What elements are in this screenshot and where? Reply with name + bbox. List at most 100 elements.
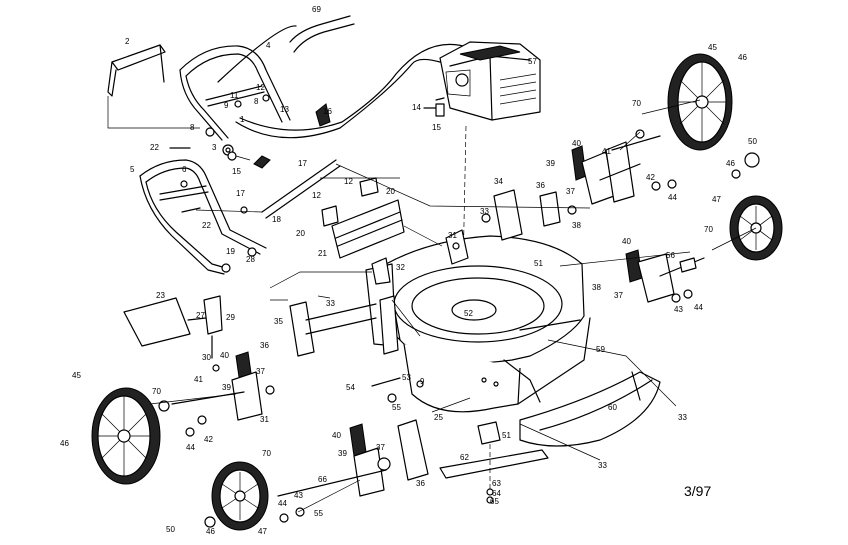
callout-43: 43 xyxy=(674,305,683,314)
callout-37: 37 xyxy=(256,367,265,376)
callout-41: 41 xyxy=(602,147,611,156)
callout-36: 36 xyxy=(536,181,545,190)
height-adjuster-bottom xyxy=(204,419,429,528)
callout-70: 70 xyxy=(632,99,641,108)
callout-30: 30 xyxy=(202,353,211,362)
callout-34: 34 xyxy=(494,177,503,186)
callout-17: 17 xyxy=(236,189,245,198)
skirt-baffle xyxy=(519,371,661,447)
callout-33: 33 xyxy=(678,413,687,422)
callout-44: 44 xyxy=(186,443,195,452)
callout-53: 53 xyxy=(402,373,411,382)
callout-9: 9 xyxy=(420,377,425,386)
callout-27: 27 xyxy=(196,311,205,320)
callout-17: 17 xyxy=(298,159,307,168)
callout-6: 6 xyxy=(182,165,187,174)
wheel-bottom-left xyxy=(211,461,269,531)
callout-46: 46 xyxy=(60,439,69,448)
callout-31: 31 xyxy=(448,231,457,240)
callout-46: 46 xyxy=(206,527,215,536)
callout-12: 12 xyxy=(312,191,321,200)
callout-38: 38 xyxy=(572,221,581,230)
callout-22: 22 xyxy=(150,143,159,152)
callout-42: 42 xyxy=(204,435,213,444)
callout-35: 35 xyxy=(274,317,283,326)
callout-25: 25 xyxy=(434,413,443,422)
callout-22: 22 xyxy=(202,221,211,230)
callout-8: 8 xyxy=(254,97,259,106)
callout-18: 18 xyxy=(272,215,281,224)
callout-29: 29 xyxy=(226,313,235,322)
callout-20: 20 xyxy=(296,229,305,238)
callout-31: 31 xyxy=(260,415,269,424)
callout-51: 51 xyxy=(534,259,543,268)
callout-2: 2 xyxy=(125,37,130,46)
callout-33: 33 xyxy=(326,299,335,308)
callout-4: 4 xyxy=(266,41,271,50)
callout-39: 39 xyxy=(338,449,347,458)
height-adjuster-middle-right xyxy=(625,249,705,303)
callout-21: 21 xyxy=(318,249,327,258)
callout-16: 16 xyxy=(323,107,332,116)
callout-40: 40 xyxy=(572,139,581,148)
callout-40: 40 xyxy=(622,237,631,246)
callout-64: 64 xyxy=(492,489,501,498)
callout-69: 69 xyxy=(312,5,321,14)
date-stamp: 3/97 xyxy=(684,483,711,499)
callout-37: 37 xyxy=(376,443,385,452)
callout-3: 3 xyxy=(212,143,217,152)
callout-56: 56 xyxy=(666,251,675,260)
callout-37: 37 xyxy=(614,291,623,300)
callout-42: 42 xyxy=(646,173,655,182)
callout-23: 23 xyxy=(156,291,165,300)
callout-38: 38 xyxy=(592,283,601,292)
callout-55: 55 xyxy=(392,403,401,412)
engine xyxy=(423,41,541,321)
height-adjuster-left xyxy=(158,351,275,437)
callout-1: 1 xyxy=(240,115,245,124)
callout-55: 55 xyxy=(314,509,323,518)
callout-20: 20 xyxy=(386,187,395,196)
callout-63: 63 xyxy=(492,479,501,488)
callout-70: 70 xyxy=(704,225,713,234)
wheel-left xyxy=(91,387,161,485)
mower-deck xyxy=(365,229,591,413)
callout-11: 11 xyxy=(230,91,239,100)
callout-5: 5 xyxy=(130,165,135,174)
callout-57: 57 xyxy=(528,57,537,66)
callout-51: 51 xyxy=(502,431,511,440)
callout-14: 14 xyxy=(412,103,421,112)
callout-47: 47 xyxy=(712,195,721,204)
blade-assembly xyxy=(439,421,549,504)
callout-15: 15 xyxy=(232,167,241,176)
callout-39: 39 xyxy=(222,383,231,392)
callout-33: 33 xyxy=(480,207,489,216)
callout-45: 45 xyxy=(72,371,81,380)
callout-39: 39 xyxy=(546,159,555,168)
upper-handle-assembly xyxy=(107,15,471,169)
callout-62: 62 xyxy=(460,453,469,462)
callout-12: 12 xyxy=(256,83,265,92)
callout-46: 46 xyxy=(738,53,747,62)
callout-52: 52 xyxy=(464,309,473,318)
callout-44: 44 xyxy=(668,193,677,202)
callout-44: 44 xyxy=(278,499,287,508)
callout-9: 9 xyxy=(224,101,229,110)
callout-41: 41 xyxy=(194,375,203,384)
callout-12: 12 xyxy=(344,177,353,186)
callout-54: 54 xyxy=(346,383,355,392)
callout-15: 15 xyxy=(432,123,441,132)
wheel-upper-right xyxy=(667,53,733,151)
callout-labels: 2 4 69 57 45 46 11 9 12 8 13 16 14 15 70… xyxy=(60,5,757,536)
callout-36: 36 xyxy=(416,479,425,488)
rear-door-and-rods xyxy=(107,96,757,513)
callout-40: 40 xyxy=(220,351,229,360)
callout-45: 45 xyxy=(708,43,717,52)
callout-66: 66 xyxy=(318,475,327,484)
callout-28: 28 xyxy=(246,255,255,264)
callout-8: 8 xyxy=(190,123,195,132)
callout-70: 70 xyxy=(262,449,271,458)
callout-19: 19 xyxy=(226,247,235,256)
height-adjuster-upper-right xyxy=(571,129,760,205)
callout-37: 37 xyxy=(566,187,575,196)
